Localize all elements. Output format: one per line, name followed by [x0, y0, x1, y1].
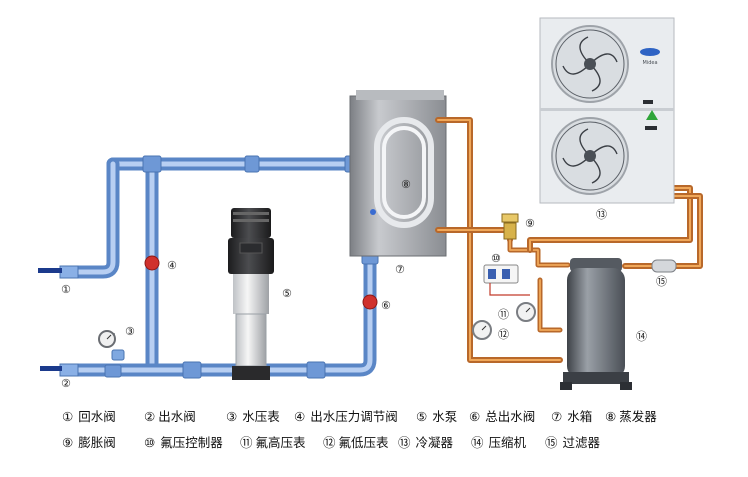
condenser-unit: Midea	[539, 17, 675, 204]
callout-compressor: ⑭	[636, 330, 647, 343]
callout-water-tank: ⑦	[395, 263, 405, 276]
callout-evaporator: ⑧	[401, 178, 411, 191]
return-valve	[38, 265, 79, 279]
callout-condenser: ⑬	[596, 208, 607, 221]
callout-main-outlet-valve: ⑥	[381, 299, 391, 312]
outlet-valve	[40, 363, 79, 377]
high-pressure-gauge	[516, 302, 536, 322]
filter	[651, 259, 677, 273]
pipe-left-vertical	[63, 157, 120, 279]
callout-pressure-controller: ⑩	[491, 252, 501, 265]
callout-water-pump: ⑤	[282, 287, 292, 300]
fan-top	[551, 25, 629, 103]
callout-expansion-valve: ⑨	[525, 217, 535, 230]
callout-outlet-valve: ②	[61, 377, 71, 390]
expansion-valve	[501, 213, 519, 240]
callout-water-pressure-gauge: ③	[125, 325, 135, 338]
callout-return-valve: ①	[61, 283, 71, 296]
pressure-regulating-valve	[144, 255, 160, 271]
water-tank	[349, 90, 447, 257]
callout-low-pressure-gauge: ⑫	[498, 328, 509, 341]
water-pressure-gauge	[98, 330, 125, 361]
fan-bottom	[551, 117, 629, 195]
low-pressure-gauge	[472, 320, 492, 340]
main-outlet-valve	[362, 294, 378, 310]
pipe-joints	[104, 155, 379, 379]
callouts: ① ② ③ ④ ⑤ ⑥ ⑦ ⑧ ⑨ ⑩ ⑪ ⑫ ⑬ ⑭ ⑮	[61, 178, 667, 390]
callout-high-pressure-gauge: ⑪	[498, 308, 509, 321]
water-pump	[228, 208, 274, 380]
callout-pressure-regulating-valve: ④	[167, 259, 177, 272]
warning-icon	[646, 110, 658, 120]
refrigerant-pressure-controller	[483, 264, 530, 296]
compressor	[560, 258, 632, 390]
evaporator-coil	[374, 117, 434, 228]
callout-filter: ⑮	[656, 275, 667, 288]
brand-logo: Midea	[640, 48, 660, 66]
svg-text:Midea: Midea	[642, 60, 657, 66]
